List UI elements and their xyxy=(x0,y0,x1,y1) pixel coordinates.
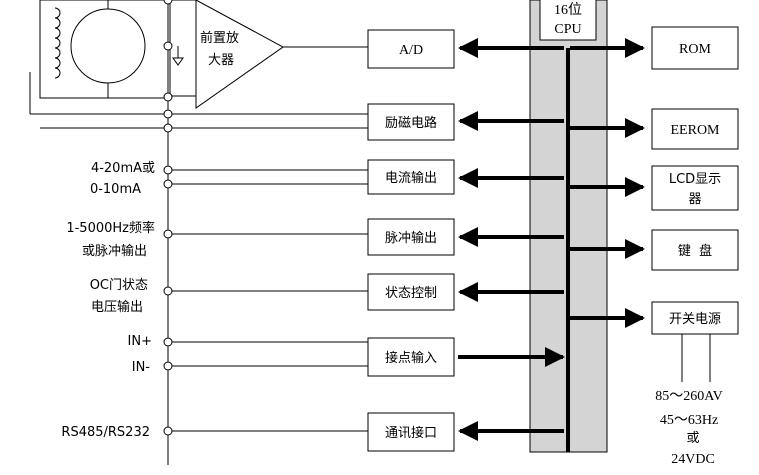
pulse-terminal-label-2: 或脉冲输出 xyxy=(82,243,147,259)
svg-text:键 盘: 键 盘 xyxy=(678,243,712,259)
module-comm-port: 通讯接口 xyxy=(367,412,455,452)
module-keyboard: 键 盘 xyxy=(651,229,739,271)
module-rom: ROM xyxy=(651,26,739,70)
svg-text:接点输入: 接点输入 xyxy=(385,350,437,366)
svg-text:电流输出: 电流输出 xyxy=(385,170,437,186)
module-ad: A/D xyxy=(367,29,455,69)
svg-text:状态控制: 状态控制 xyxy=(385,286,437,301)
module-contact-input: 接点输入 xyxy=(367,337,455,377)
module-lcd: LCD显示 器 xyxy=(651,165,739,211)
oc-terminal-label-1: OC门状态 xyxy=(90,278,148,293)
sensor-symbol xyxy=(39,0,184,99)
svg-text:85～260AV: 85～260AV xyxy=(655,389,722,404)
current-terminal-label-1: 4-20mA或 xyxy=(91,161,155,176)
pulse-terminal-label-1: 1-5000Hz频率 xyxy=(66,220,155,236)
svg-text:A/D: A/D xyxy=(399,43,423,58)
in-minus-label: IN- xyxy=(132,360,151,375)
oc-terminal-label-2: 电压输出 xyxy=(91,299,143,315)
cpu-block: 16位 CPU xyxy=(529,0,608,453)
svg-text:或: 或 xyxy=(686,431,699,446)
svg-text:通讯接口: 通讯接口 xyxy=(385,425,437,441)
module-power: 开关电源 xyxy=(651,301,739,335)
rs-terminal-label: RS485/RS232 xyxy=(61,425,150,440)
module-current-output: 电流输出 xyxy=(367,159,455,195)
svg-text:ROM: ROM xyxy=(679,42,711,57)
terminal-nodes xyxy=(163,0,173,436)
module-eerom: EEROM xyxy=(651,108,739,150)
module-excitation: 励磁电路 xyxy=(367,103,455,141)
svg-text:器: 器 xyxy=(688,192,701,207)
preamplifier: 前置放 大器 xyxy=(170,0,368,109)
module-pulse-output: 脉冲输出 xyxy=(367,218,455,256)
left-bus-arrows xyxy=(458,38,565,441)
cpu-label-line1: 16位 xyxy=(554,2,582,18)
current-terminal-label-2: 0-10mA xyxy=(90,182,141,197)
svg-text:EEROM: EEROM xyxy=(671,123,721,138)
svg-text:励磁电路: 励磁电路 xyxy=(385,115,437,131)
terminal-wires xyxy=(172,169,368,432)
svg-text:24VDC: 24VDC xyxy=(671,452,715,467)
power-spec: 85～260AV 45～63Hz 或 24VDC xyxy=(655,389,722,467)
svg-text:45～63Hz: 45～63Hz xyxy=(660,413,718,428)
in-plus-label: IN+ xyxy=(128,334,152,349)
svg-text:脉冲输出: 脉冲输出 xyxy=(385,230,437,246)
terminal-labels: 4-20mA或 0-10mA 1-5000Hz频率 或脉冲输出 OC门状态 电压… xyxy=(61,161,155,440)
right-bus-arrows xyxy=(570,38,645,328)
amplifier-label-line2: 大器 xyxy=(208,53,234,68)
amplifier-label-line1: 前置放 xyxy=(200,30,239,46)
module-status-control: 状态控制 xyxy=(367,273,455,311)
svg-text:开关电源: 开关电源 xyxy=(669,312,721,327)
cpu-label-line2: CPU xyxy=(554,22,581,37)
svg-text:LCD显示: LCD显示 xyxy=(669,172,721,187)
